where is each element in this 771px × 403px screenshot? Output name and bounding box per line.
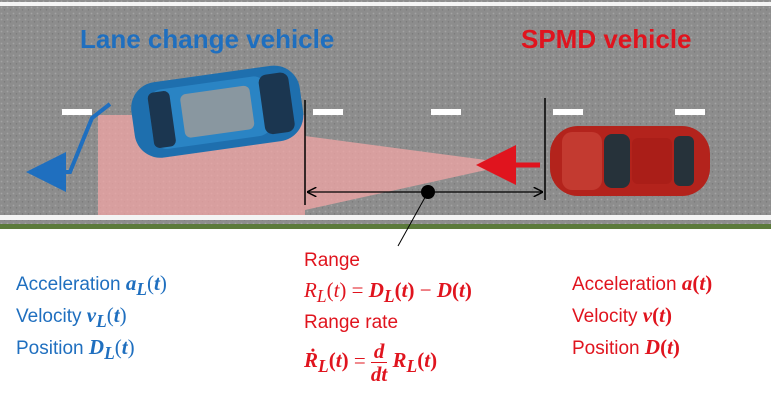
grass-strip	[0, 224, 771, 229]
spmd-acceleration-label: Acceleration	[572, 274, 677, 295]
range-label: Range	[304, 250, 360, 271]
lane-change-acceleration-var: aL(t)	[125, 271, 167, 300]
lane-change-velocity-label: Velocity	[16, 306, 82, 327]
lane-change-velocity: Velocity vL(t)	[16, 304, 127, 332]
spmd-velocity-label: Velocity	[572, 306, 638, 327]
road-top-edge-line	[0, 2, 771, 6]
range-callout-line	[397, 191, 429, 247]
range-equation: RL(t) = DL(t) − D(t)	[304, 278, 472, 307]
road-bottom-edge-line	[0, 215, 771, 220]
lane-change-arrow	[26, 102, 112, 192]
lane-change-position-label: Position	[16, 338, 84, 359]
spmd-acceleration-var: a(t)	[681, 271, 713, 295]
range-rate-equation: ṘL(t) = d dt RL(t)	[304, 339, 438, 386]
lane-change-car	[131, 65, 304, 158]
spmd-position-label: Position	[572, 338, 640, 359]
lane-dashes	[62, 109, 705, 115]
spmd-vehicle-title: SPMD vehicle	[521, 24, 692, 54]
spmd-position-var: D(t)	[644, 335, 680, 359]
lane-change-acceleration-label: Acceleration	[16, 274, 121, 295]
lane-change-vehicle-title: Lane change vehicle	[80, 24, 335, 54]
spmd-velocity-var: v(t)	[642, 303, 672, 327]
spmd-position: Position D(t)	[572, 336, 680, 360]
spmd-velocity: Velocity v(t)	[572, 304, 672, 328]
spmd-car	[550, 126, 710, 196]
range-rate-label: Range rate	[304, 312, 399, 333]
lane-change-acceleration: Acceleration aL(t)	[16, 272, 167, 300]
lane-change-position-var: DL(t)	[88, 335, 135, 364]
lane-change-position: Position DL(t)	[16, 336, 135, 364]
lane-change-velocity-var: vL(t)	[86, 303, 127, 332]
spmd-acceleration: Acceleration a(t)	[572, 272, 712, 296]
